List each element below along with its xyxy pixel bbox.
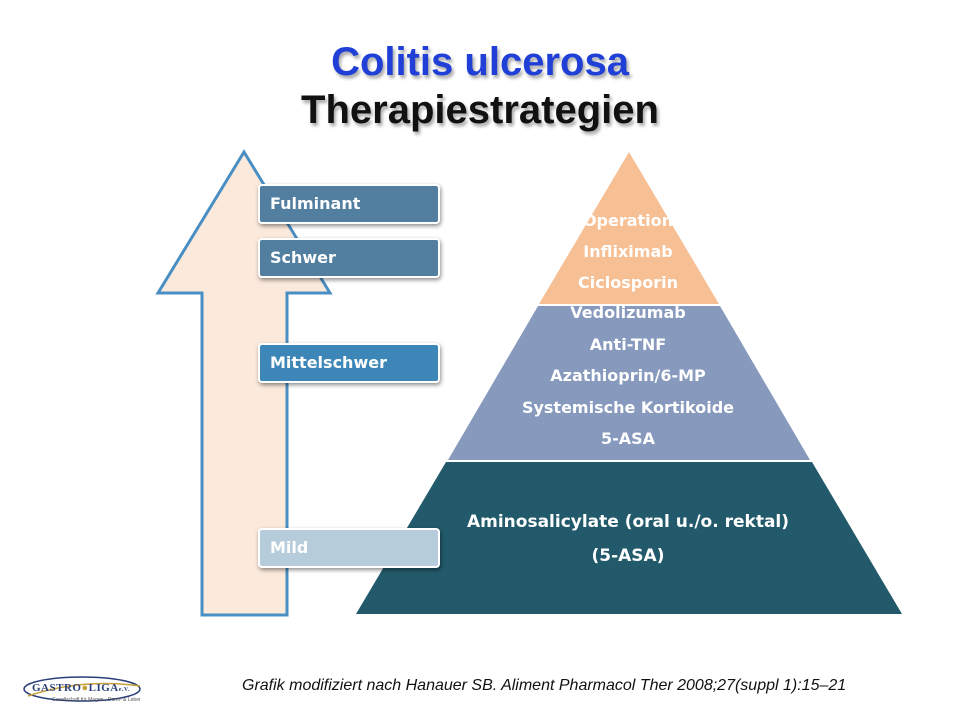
therapy-item: Systemische Kortikoide — [521, 397, 735, 417]
therapy-item: Vedolizumab — [570, 303, 686, 322]
pyramid-tier-middle — [448, 306, 810, 460]
title-line-1: Colitis ulcerosa — [331, 40, 629, 84]
therapy-item: Ciclosporin — [578, 273, 678, 292]
pyramid-tier-bottom — [356, 462, 902, 614]
therapy-item: 5-ASA — [600, 429, 656, 448]
pyramid-middle-therapies: Vedolizumab Anti-TNF Azathioprin/6-MP Sy… — [448, 297, 808, 455]
citation: Grafik modifiziert nach Hanauer SB. Alim… — [242, 677, 847, 694]
logo-wordmark: GASTRO●LIGAe.V. — [32, 682, 130, 694]
therapy-item: Azathioprin/6-MP — [550, 366, 706, 385]
severity-level-mittelschwer: Mittelschwer — [258, 343, 440, 383]
pyramid-tier-top — [539, 152, 719, 304]
therapy-item: Infliximab — [583, 242, 673, 261]
severity-level-fulminant: Fulminant — [258, 184, 440, 224]
therapy-item: Operation — [582, 211, 674, 230]
gastro-liga-logo: GASTRO●LIGAe.V. Gesellschaft für Magen-,… — [22, 674, 150, 708]
therapy-item: Aminosalicylate (oral u./o. rektal) — [466, 512, 790, 532]
severity-level-mild: Mild — [258, 528, 440, 568]
logo-swoosh-icon — [23, 676, 141, 702]
severity-level-schwer: Schwer — [258, 238, 440, 278]
pyramid-top-therapies: Operation Infliximab Ciclosporin — [538, 205, 718, 298]
logo-subtitle: Gesellschaft für Magen-, Darm- & Leber — [52, 697, 141, 703]
therapy-item: Anti-TNF — [589, 334, 667, 354]
pyramid-bottom-therapies: Aminosalicylate (oral u./o. rektal) (5-A… — [428, 505, 828, 573]
therapy-item: (5-ASA) — [591, 546, 665, 566]
title-line-2: Therapiestrategien — [301, 88, 659, 132]
